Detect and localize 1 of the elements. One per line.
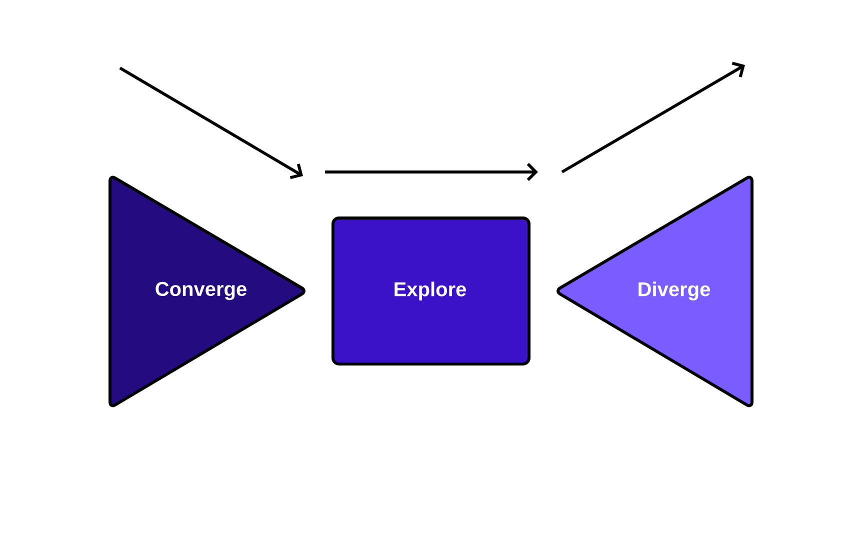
process-box: Explore xyxy=(332,216,530,366)
